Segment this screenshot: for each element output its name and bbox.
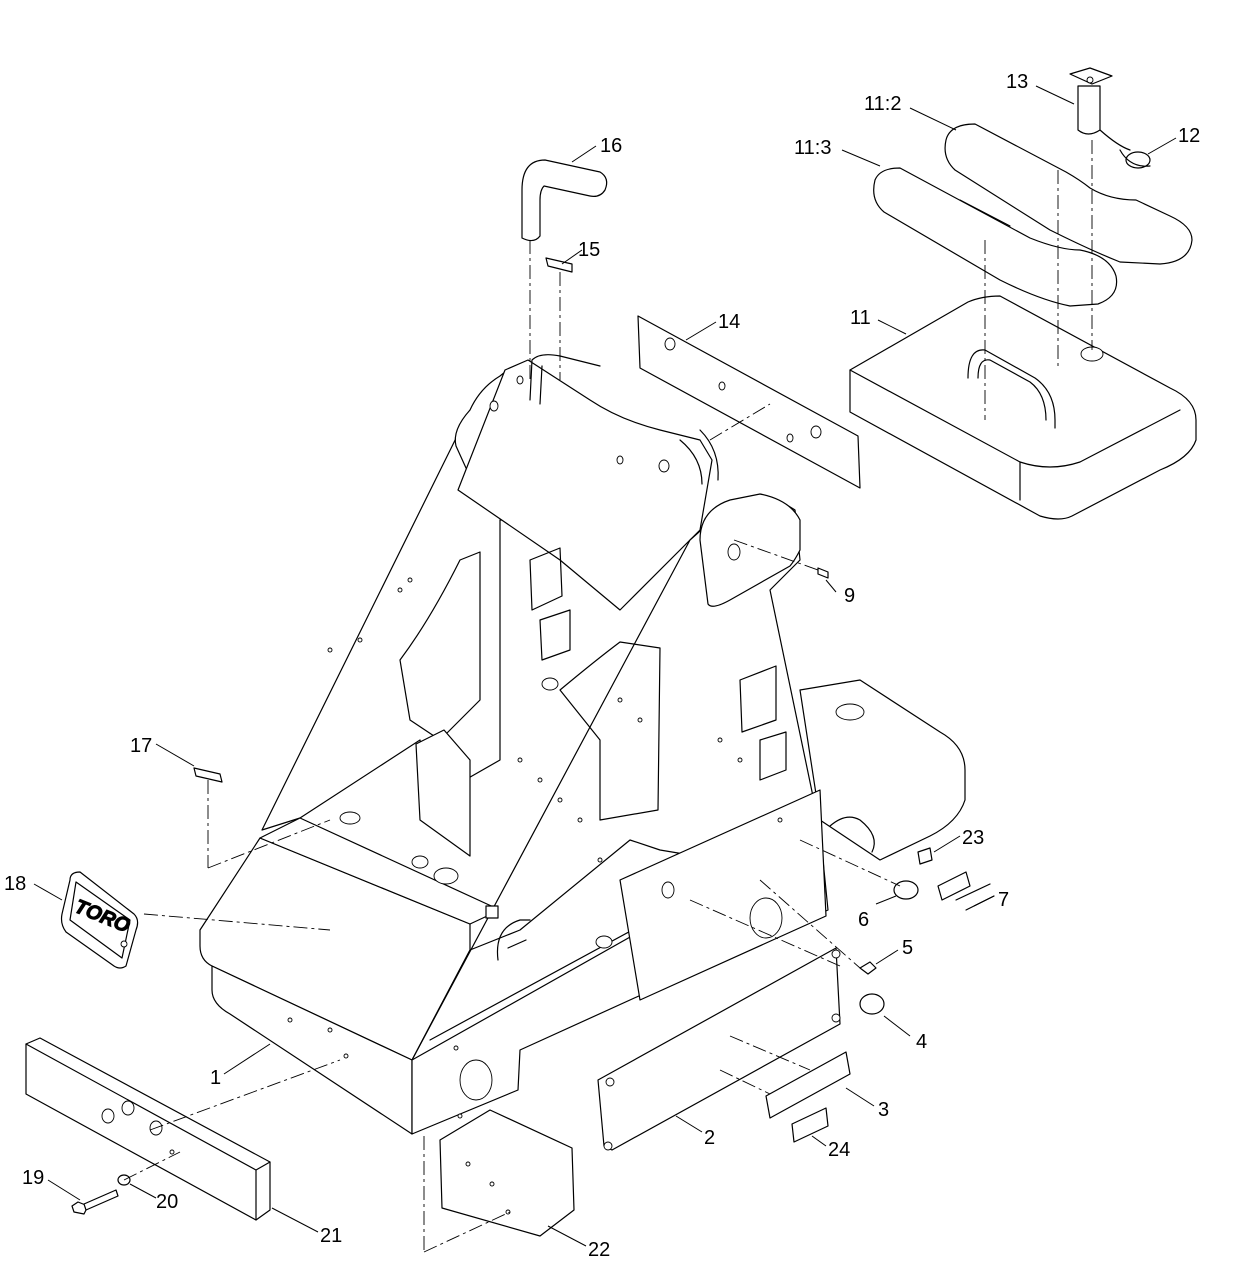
decal-9: [817, 567, 829, 579]
callout-19: 19: [22, 1167, 44, 1189]
cap-6: [893, 880, 919, 900]
callout-11-3: 11:3: [794, 137, 831, 159]
callout-9: 9: [844, 585, 855, 607]
callout-12: 12: [1178, 125, 1200, 147]
callout-5: 5: [902, 937, 913, 959]
toro-logo-decal: TORO: [60, 871, 139, 969]
callout-11: 11: [850, 307, 871, 329]
decal-23: [917, 847, 933, 865]
leader-lines: [33, 85, 1177, 1247]
latch-7: [937, 871, 995, 911]
callout-13: 13: [1006, 71, 1028, 93]
decal-17: [193, 767, 223, 783]
callout-labels: 1 2 3 4 5 6 7 9 11 11:2 11:3 12 13 14 15…: [4, 71, 1200, 1261]
weight-plate: [849, 295, 1197, 520]
callout-23: 23: [962, 827, 984, 849]
pad-11-2: [944, 123, 1193, 265]
callout-15: 15: [578, 239, 600, 261]
callout-22: 22: [588, 1239, 610, 1261]
panel-14: [637, 315, 861, 489]
callout-16: 16: [600, 135, 622, 157]
callout-4: 4: [916, 1031, 927, 1053]
rear-weight: [799, 679, 966, 861]
bolt-5: [859, 961, 877, 975]
decal-15: [545, 257, 573, 273]
lock-pin: [1069, 67, 1151, 169]
callout-24: 24: [828, 1139, 850, 1161]
handle-bar: [521, 159, 608, 242]
callout-2: 2: [704, 1127, 715, 1149]
decal-24: [791, 1107, 829, 1143]
callout-11-2: 11:2: [864, 93, 901, 115]
decal-3: [765, 1051, 851, 1119]
callout-17: 17: [130, 735, 152, 757]
callout-7: 7: [998, 889, 1009, 911]
callout-14: 14: [718, 311, 740, 333]
callout-20: 20: [156, 1191, 178, 1213]
main-frame: [199, 354, 829, 1135]
pad-11-3: [873, 167, 1118, 307]
cover-22: [439, 1109, 575, 1237]
callout-18: 18: [4, 873, 26, 895]
callout-1: 1: [210, 1067, 221, 1089]
bolt-19: [71, 1189, 119, 1215]
front-weight: [25, 1037, 271, 1221]
plug-4: [859, 993, 885, 1015]
callout-6: 6: [858, 909, 869, 931]
cover-plate-2: [597, 947, 841, 1151]
callout-3: 3: [878, 1099, 889, 1121]
callout-21: 21: [320, 1225, 342, 1247]
